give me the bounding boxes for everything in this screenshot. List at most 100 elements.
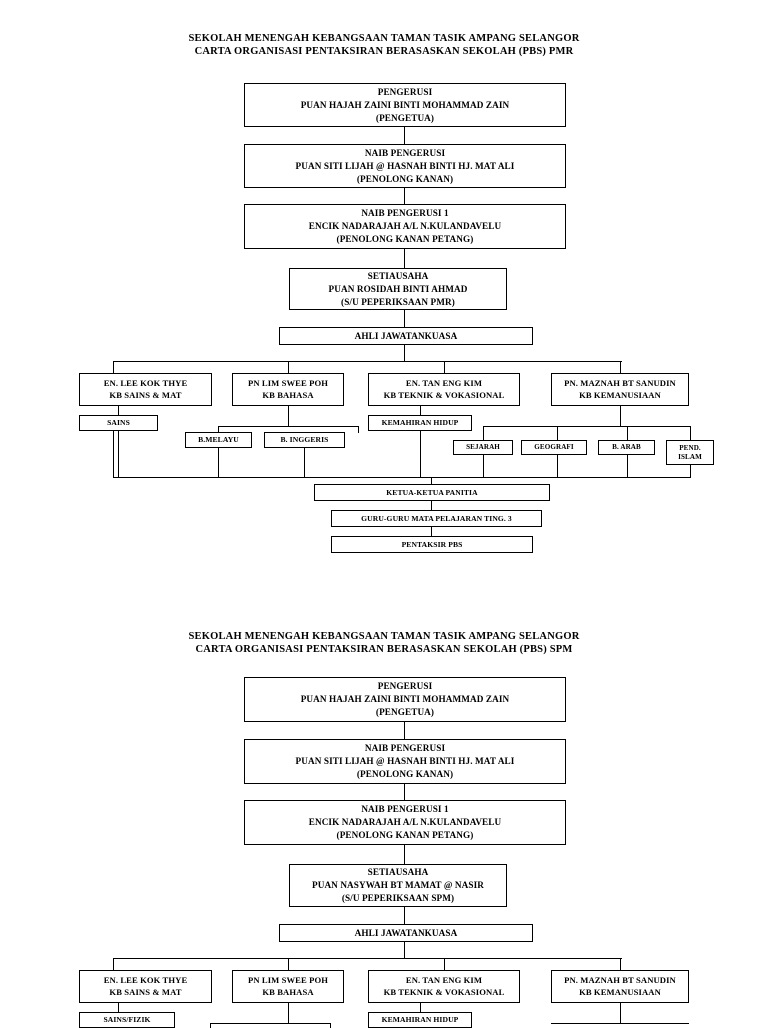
spm-head-3-name: EN. TAN ENG KIM: [405, 975, 483, 985]
box-spm-subject-kemahiran-hidup[interactable]: KEMAHIRAN HIDUP: [368, 1012, 472, 1028]
box-subject-binggeris[interactable]: B. INGGERIS: [264, 432, 345, 448]
box-head-2[interactable]: PN LIM SWEE POH KB BAHASA: [232, 373, 344, 406]
spm-vice-chairman-1-position: (PENOLONG KANAN PETANG): [336, 830, 474, 840]
box-subject-bmelayu[interactable]: B.MELAYU: [185, 432, 252, 448]
spm-connector-bus-head-3: [444, 958, 446, 971]
bus-panitia-horizontal: [113, 477, 691, 479]
connector-binggeris-bus: [304, 448, 306, 478]
box-head-1[interactable]: EN. LEE KOK THYE KB SAINS & MAT: [79, 373, 212, 406]
connector-bus-head-3: [444, 361, 446, 374]
head-2-dept: KB BAHASA: [262, 389, 314, 400]
box-subject-pend-islam[interactable]: PEND. ISLAM: [666, 440, 714, 465]
spm-connector-secretary-committee: [404, 907, 406, 925]
vice-chairman-position: (PENOLONG KANAN): [356, 173, 454, 184]
connector-geografi-bus: [557, 455, 559, 478]
connector-vice-vice1: [404, 188, 406, 205]
box-subject-geografi[interactable]: GEOGRAFI: [521, 440, 587, 455]
spm-head-1-dept: KB SAINS & MAT: [109, 986, 182, 997]
spm-vice-chairman-1-name: ENCIK NADARAJAH A/L N.KULANDAVELU: [308, 817, 502, 827]
chart-title-spm-line1: SEKOLAH MENENGAH KEBANGSAAN TAMAN TASIK …: [188, 631, 580, 642]
box-spm-vice-chairman-1[interactable]: NAIB PENGERUSI 1 ENCIK NADARAJAH A/L N.K…: [244, 800, 566, 845]
box-vice-chairman[interactable]: NAIB PENGERUSI PUAN SITI LIJAH @ HASNAH …: [244, 144, 566, 188]
head-1-name: EN. LEE KOK THYE: [103, 378, 188, 388]
spm-head-2-name: PN LIM SWEE POH: [247, 975, 329, 985]
connector-bus-head-4: [620, 361, 622, 374]
box-subject-kemahiran-hidup[interactable]: KEMAHIRAN HIDUP: [368, 415, 472, 431]
box-spm-secretary[interactable]: SETIAUSAHA PUAN NASYWAH BT MAMAT @ NASIR…: [289, 864, 507, 907]
connector-kemahiran-bus: [420, 431, 422, 478]
bus-heads-horizontal: [113, 361, 622, 363]
spm-connector-committee-bus: [404, 942, 406, 959]
connector-bus-panitia: [431, 477, 433, 485]
subject-pend-islam-line2: ISLAM: [678, 452, 702, 461]
spm-subject-sains-fizik-label: SAINS/FIZIK: [103, 1015, 151, 1025]
box-spm-vice-chairman[interactable]: NAIB PENGERUSI PUAN SITI LIJAH @ HASNAH …: [244, 739, 566, 784]
box-head-4[interactable]: PN. MAZNAH BT SANUDIN KB KEMANUSIAAN: [551, 373, 689, 406]
subject-binggeris-label: B. INGGERIS: [280, 435, 329, 445]
spm-subject-kemahiran-hidup-label: KEMAHIRAN HIDUP: [381, 1015, 459, 1025]
spm-secretary-role: SETIAUSAHA: [367, 867, 429, 877]
box-spm-subject-sains-fizik[interactable]: SAINS/FIZIK: [79, 1012, 175, 1028]
connector-footer1-footer2: [431, 501, 433, 510]
spm-head-4-dept: KB KEMANUSIAAN: [579, 986, 661, 997]
secretary-position: (S/U PEPERIKSAAN PMR): [341, 296, 455, 307]
box-spm-committee[interactable]: AHLI JAWATANKUASA: [279, 924, 533, 942]
spm-head-4-name: PN. MAZNAH BT SANUDIN: [564, 975, 676, 985]
box-footer-1[interactable]: KETUA-KETUA PANITIA: [314, 484, 550, 501]
chart-title-spm: SEKOLAH MENENGAH KEBANGSAAN TAMAN TASIK …: [0, 630, 768, 656]
subject-kemahiran-hidup-label: KEMAHIRAN HIDUP: [381, 418, 459, 428]
box-spm-head-4[interactable]: PN. MAZNAH BT SANUDIN KB KEMANUSIAAN: [551, 970, 689, 1003]
box-secretary[interactable]: SETIAUSAHA PUAN ROSIDAH BINTI AHMAD (S/U…: [289, 268, 507, 310]
box-spm-head-1[interactable]: EN. LEE KOK THYE KB SAINS & MAT: [79, 970, 212, 1003]
bus-bahasa-horizontal: [218, 426, 359, 428]
spm-committee-label: AHLI JAWATANKUASA: [354, 927, 458, 938]
spm-vice-chairman-role: NAIB PENGERUSI: [364, 743, 446, 753]
connector-head1-sains: [118, 406, 120, 416]
spm-secretary-name: PUAN NASYWAH BT MAMAT @ NASIR: [312, 880, 484, 890]
subject-geografi-label: GEOGRAFI: [534, 443, 574, 451]
connector-vice1-secretary: [404, 249, 406, 269]
vice-chairman-role: NAIB PENGERUSI: [364, 147, 446, 158]
spm-connector-bus-head-1: [113, 958, 115, 971]
subject-sejarah-label: SEJARAH: [466, 443, 500, 451]
box-footer-3[interactable]: PENTAKSIR PBS: [331, 536, 533, 553]
connector-head2-split: [288, 406, 290, 427]
box-head-3[interactable]: EN. TAN ENG KIM KB TEKNIK & VOKASIONAL: [368, 373, 520, 406]
chart-title-line2: CARTA ORGANISASI PENTAKSIRAN BERASASKAN …: [194, 46, 574, 57]
box-subject-sejarah[interactable]: SEJARAH: [453, 440, 513, 455]
footer-2-label: GURU-GURU MATA PELAJARAN TING. 3: [361, 513, 512, 523]
box-committee[interactable]: AHLI JAWATANKUASA: [279, 327, 533, 345]
connector-bus-head-2: [288, 361, 290, 374]
spm-chairman-position: (PENGETUA): [375, 707, 435, 717]
box-spm-chairman[interactable]: PENGERUSI PUAN HAJAH ZAINI BINTI MOHAMMA…: [244, 677, 566, 722]
spm-head-3-dept: KB TEKNIK & VOKASIONAL: [383, 986, 505, 997]
box-chairman[interactable]: PENGERUSI PUAN HAJAH ZAINI BINTI MOHAMMA…: [244, 83, 566, 127]
spm-vice-chairman-1-role: NAIB PENGERUSI 1: [361, 804, 449, 814]
spm-head-2-dept: KB BAHASA: [262, 986, 314, 997]
spm-head-1-name: EN. LEE KOK THYE: [103, 975, 188, 985]
connector-bmelayu-bus: [218, 448, 220, 478]
chart-title-line1: SEKOLAH MENENGAH KEBANGSAAN TAMAN TASIK …: [188, 33, 580, 44]
box-subject-sains[interactable]: SAINS: [79, 415, 158, 431]
connector-committee-bus: [404, 345, 406, 362]
connector-left-edge-bus: [113, 431, 115, 478]
spm-bus-heads-horizontal: [113, 958, 622, 960]
spm-connector-head1-subject: [118, 1003, 120, 1013]
subject-bmelayu-label: B.MELAYU: [198, 435, 239, 445]
connector-bus-head-1: [113, 361, 115, 374]
connector-bus-geografi: [557, 426, 559, 440]
box-subject-barab[interactable]: B. ARAB: [598, 440, 655, 455]
connector-bus-pendislam: [690, 426, 692, 440]
connector-secretary-committee: [404, 310, 406, 328]
box-footer-2[interactable]: GURU-GURU MATA PELAJARAN TING. 3: [331, 510, 542, 527]
box-spm-head-3[interactable]: EN. TAN ENG KIM KB TEKNIK & VOKASIONAL: [368, 970, 520, 1003]
connector-bus-binggeris: [358, 426, 360, 433]
spm-vice-chairman-name: PUAN SITI LIJAH @ HASNAH BINTI HJ. MAT A…: [295, 756, 515, 766]
vice-chairman-1-name: ENCIK NADARAJAH A/L N.KULANDAVELU: [308, 221, 502, 231]
box-vice-chairman-1[interactable]: NAIB PENGERUSI 1 ENCIK NADARAJAH A/L N.K…: [244, 204, 566, 249]
chairman-position: (PENGETUA): [375, 112, 435, 123]
box-spm-head-2[interactable]: PN LIM SWEE POH KB BAHASA: [232, 970, 344, 1003]
chairman-role: PENGERUSI: [377, 86, 433, 97]
connector-bus-bmelayu: [218, 426, 220, 433]
